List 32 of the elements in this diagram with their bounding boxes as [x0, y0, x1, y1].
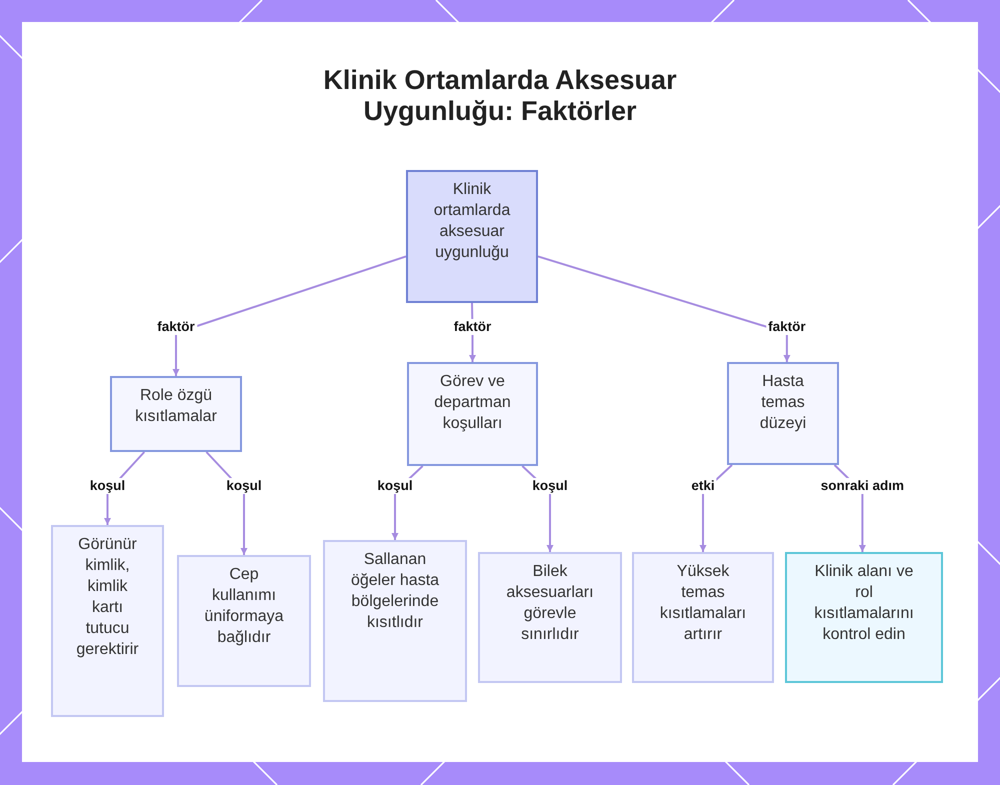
factor-box [110, 376, 242, 452]
node-text: Görünür kimlik, kimlik kartı tutucu gerektirir [75, 535, 140, 660]
edge-label: etki [689, 478, 717, 494]
detail-box [478, 552, 622, 683]
action-box [785, 552, 943, 683]
edge-label: faktör [766, 319, 808, 335]
edge-label: faktör [452, 319, 494, 335]
node-text: Bilek aksesuarları görevle sınırlıdır [505, 562, 595, 645]
node-text: Klinik ortamlarda aksesuar uygunluğu [432, 180, 512, 263]
connector-arrow [172, 255, 406, 376]
diagram-title: Klinik Ortamlarda Aksesuar Uygunluğu: Faktörler [322, 65, 678, 127]
node-text: Görev ve departman koşulları [433, 372, 512, 434]
detail-box [51, 525, 164, 717]
node-text: Yüksek temas kısıtlamaları artırır [658, 562, 748, 645]
factor-box [727, 362, 839, 465]
edge-label: sonraki adım [818, 478, 906, 494]
detail-box [632, 552, 774, 683]
topic-box [406, 170, 538, 303]
detail-box [177, 555, 311, 687]
node-text: Sallanan öğeler hasta bölgelerinde kısıtlıdır [350, 550, 440, 633]
edge-label: koşul [375, 478, 415, 494]
connector-arrow [538, 255, 790, 362]
edge-label: faktör [155, 319, 197, 335]
edge-label: koşul [88, 478, 128, 494]
edge-label: koşul [530, 478, 570, 494]
detail-box [323, 540, 467, 702]
node-text: Klinik alanı ve rol kısıtlamalarını kontrol edin [813, 562, 915, 645]
node-text: Role özgü kısıtlamalar [134, 386, 218, 427]
node-text: Cep kullanımı üniformaya bağlıdır [203, 565, 285, 648]
edge-label: koşul [224, 478, 264, 494]
node-text: Hasta temas düzeyi [758, 372, 808, 434]
factor-box [407, 362, 538, 466]
